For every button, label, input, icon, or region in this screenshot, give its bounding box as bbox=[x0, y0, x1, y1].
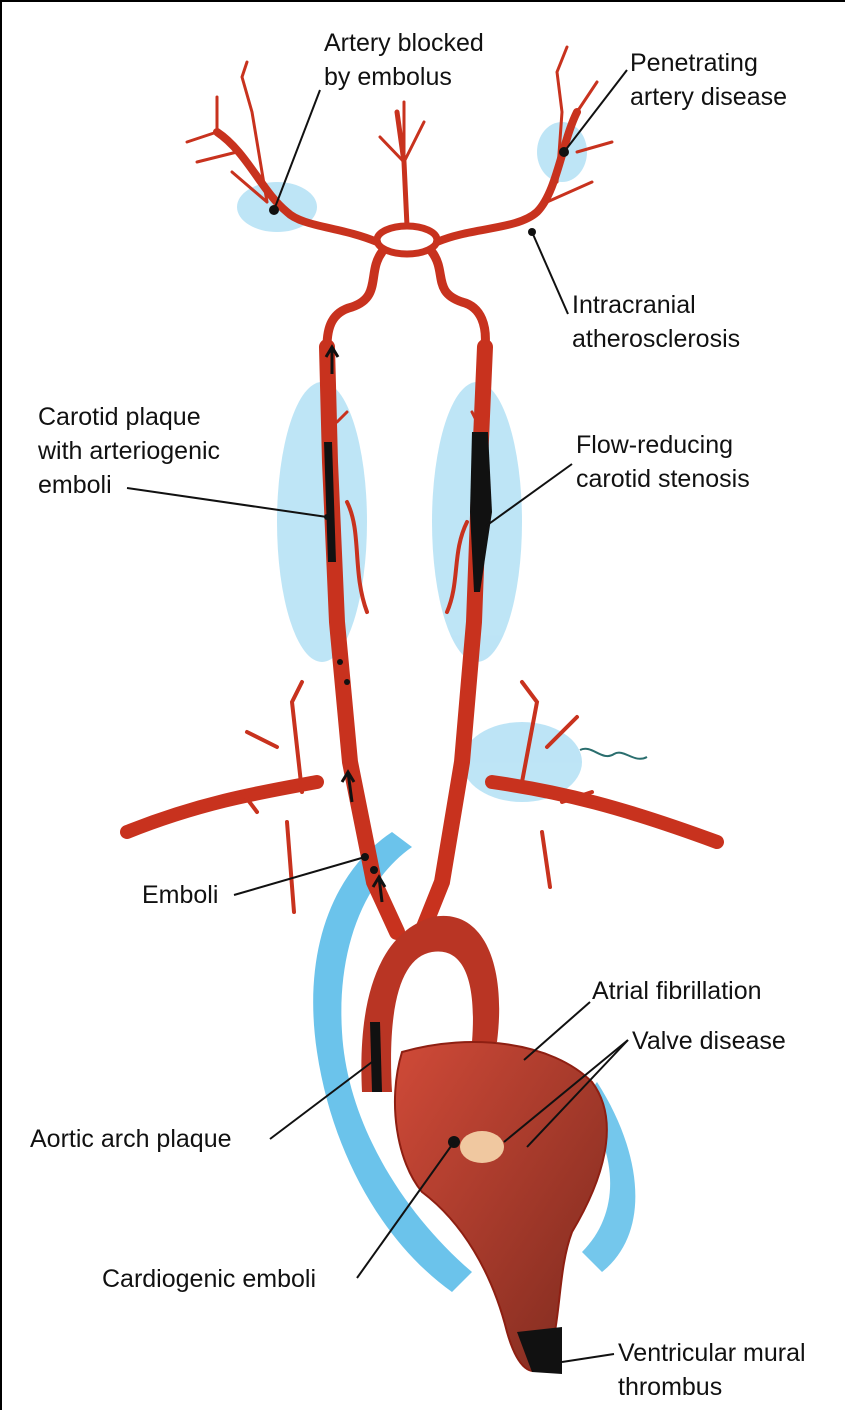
label-intracranial-atherosclerosis: Intracranial atherosclerosis bbox=[572, 288, 740, 356]
label-carotid-plaque: Carotid plaque with arteriogenic emboli bbox=[38, 400, 220, 502]
circle-of-willis bbox=[377, 226, 437, 254]
artist-signature bbox=[580, 749, 647, 759]
label-ventricular-mural-thrombus: Ventricular mural thrombus bbox=[618, 1336, 806, 1404]
label-penetrating-artery-disease: Penetrating artery disease bbox=[630, 46, 787, 114]
label-artery-blocked: Artery blocked by embolus bbox=[324, 26, 484, 94]
arch-plaque bbox=[370, 1022, 382, 1092]
label-flow-reducing-stenosis: Flow-reducing carotid stenosis bbox=[576, 428, 750, 496]
label-emboli: Emboli bbox=[142, 878, 218, 912]
label-valve-disease: Valve disease bbox=[632, 1024, 786, 1058]
label-aortic-arch-plaque: Aortic arch plaque bbox=[30, 1122, 232, 1156]
heart bbox=[395, 1042, 607, 1371]
heart-valve bbox=[460, 1131, 504, 1163]
label-atrial-fibrillation: Atrial fibrillation bbox=[592, 974, 762, 1008]
label-cardiogenic-emboli: Cardiogenic emboli bbox=[102, 1262, 316, 1296]
